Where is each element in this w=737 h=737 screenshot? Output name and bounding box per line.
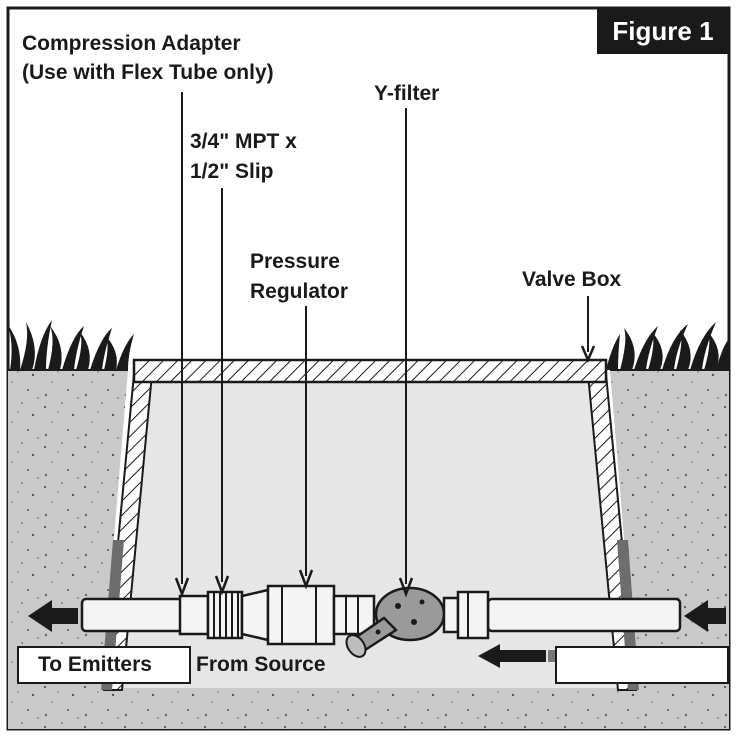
from-source-box — [555, 646, 729, 684]
compression-adapter — [178, 594, 210, 636]
pressure-regulator-label-line2: Regulator — [250, 280, 348, 303]
figure-badge: Figure 1 — [597, 8, 729, 54]
pipe-outlet — [80, 597, 188, 633]
leader-mpt-slip — [214, 188, 230, 596]
leader-compression-adapter — [174, 92, 190, 598]
figure-badge-label: Figure 1 — [612, 16, 713, 46]
mpt-slip-label-line1: 3/4" MPT x — [190, 130, 297, 153]
compression-adapter-label-line1: Compression Adapter — [22, 32, 241, 55]
pressure-regulator — [240, 584, 376, 646]
grass-right — [606, 322, 728, 370]
y-filter-label: Y-filter — [374, 82, 439, 105]
to-emitters-box — [17, 646, 191, 684]
union-fitting — [456, 590, 490, 640]
flow-arrow-right-icon — [684, 600, 726, 632]
mpt-slip-fitting — [206, 590, 244, 640]
to-emitters-label: To Emitters — [38, 653, 152, 676]
soil-bottom — [98, 688, 640, 729]
flow-arrow-inner-icon — [478, 644, 546, 668]
pressure-regulator-label-line1: Pressure — [250, 250, 340, 273]
pipe-inlet — [486, 597, 682, 633]
compression-adapter-label-line2: (Use with Flex Tube only) — [22, 61, 274, 84]
grass-left — [8, 320, 134, 370]
from-source-label: From Source — [196, 653, 326, 676]
mpt-slip-label-line2: 1/2" Slip — [190, 160, 274, 183]
soil-right — [610, 370, 729, 729]
flow-arrow-left-icon — [28, 600, 78, 632]
valve-box-label: Valve Box — [522, 268, 622, 291]
leader-valve-box — [580, 296, 596, 364]
soil-left — [8, 370, 128, 729]
leader-y-filter — [398, 108, 414, 598]
valve-box-lid — [132, 358, 608, 384]
leader-pressure-regulator — [298, 306, 314, 590]
y-filter — [345, 586, 460, 658]
